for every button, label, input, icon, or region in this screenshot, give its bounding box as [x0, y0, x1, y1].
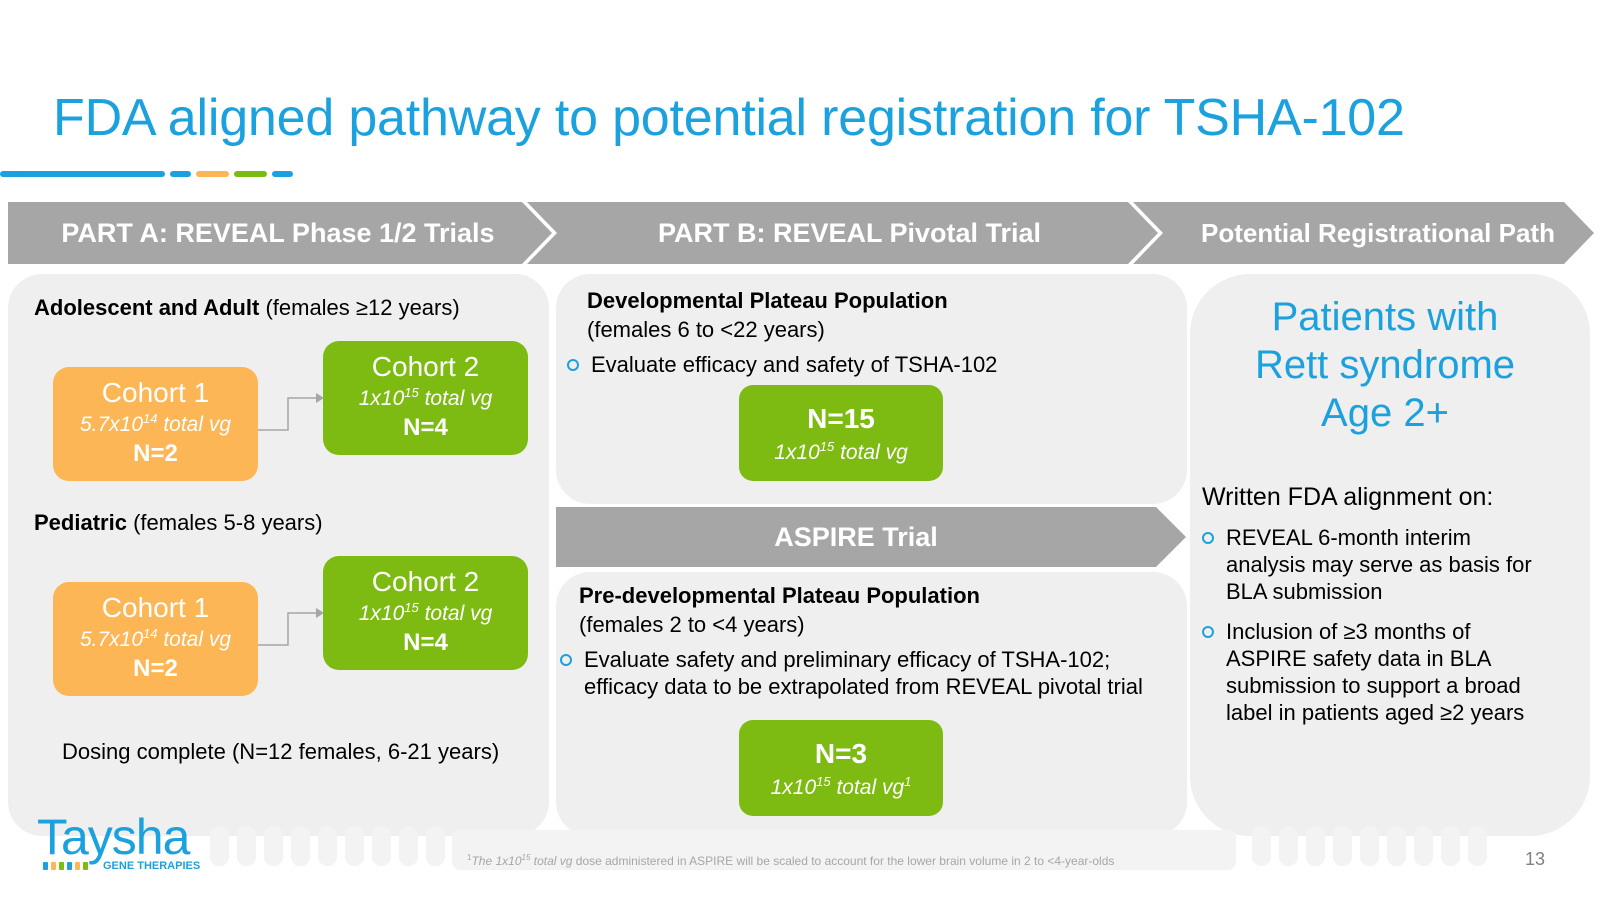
registration-bullet-1: REVEAL 6-month interim analysis may serv…: [1202, 524, 1592, 605]
cohort-title: Cohort 1: [101, 377, 210, 408]
title-underline-seg-blue: [170, 171, 191, 177]
registration-bullet-2: Inclusion of ≥3 months of ASPIRE safety …: [1202, 618, 1592, 726]
logo-color-bars-icon: [43, 862, 88, 870]
pediatric-cohort-1: Cohort 1 5.7x1014 total vg N=2: [53, 582, 258, 696]
dev-plateau-bullet: Evaluate efficacy and safety of TSHA-102: [567, 351, 1177, 378]
title-underline-seg-orange: [196, 171, 229, 177]
cohort-title: Cohort 1: [101, 592, 210, 623]
dev-plateau-n-box: N=15 1x1015 total vg: [739, 385, 943, 481]
taysha-logo: Taysha GENE THERAPIES: [37, 809, 200, 872]
logo-subtitle: GENE THERAPIES: [103, 860, 201, 872]
n-dose: 1x1015 total vg1: [770, 774, 912, 799]
cohort-n: N=2: [133, 655, 178, 682]
bullet-circle-icon: [567, 359, 579, 371]
cohort-dose: 5.7x1014 total vg: [79, 626, 232, 651]
bullet-circle-icon: [1202, 626, 1214, 638]
aspire-arrow: [556, 507, 1186, 567]
pediatric-range: (females 5-8 years): [133, 510, 323, 535]
dev-plateau-heading: Developmental Plateau Population: [587, 288, 948, 313]
pediatric-heading: Pediatric (females 5-8 years): [34, 510, 323, 536]
adolescent-heading: Adolescent and Adult (females ≥12 years): [34, 295, 460, 321]
footnote-box: [452, 830, 1236, 870]
predev-plateau-bullet: Evaluate safety and preliminary efficacy…: [560, 646, 1190, 700]
registration-panel: [1190, 274, 1590, 836]
bullet-circle-icon: [1202, 532, 1214, 544]
adolescent-range: (females ≥12 years): [265, 295, 460, 320]
dev-plateau-range: (females 6 to <22 years): [587, 317, 825, 342]
cohort-title: Cohort 2: [371, 566, 480, 597]
title-underline-main: [0, 171, 165, 177]
footnote: 1The 1x1015 total vg dose administered i…: [467, 853, 1115, 868]
predev-plateau-n-box: N=3 1x1015 total vg1: [739, 720, 943, 816]
patients-headline: Patients with Rett syndrome Age 2+: [1254, 295, 1516, 435]
predev-plateau-heading: Pre-developmental Plateau Population: [579, 583, 980, 608]
logo-wordmark: Taysha: [37, 809, 190, 865]
header-registration: Potential Registrational Path: [1201, 218, 1555, 248]
cohort-n: N=2: [133, 440, 178, 467]
footer-decoration-left: [210, 826, 445, 866]
chevron-part-a: [8, 202, 552, 264]
cohort-dose: 1x1015 total vg: [358, 600, 493, 625]
page-title: FDA aligned pathway to potential registr…: [53, 89, 1405, 147]
adolescent-cohort-2: Cohort 2 1x1015 total vg N=4: [323, 341, 528, 455]
adolescent-connector-arrow: [258, 393, 324, 431]
header-chevron-band: [8, 202, 1594, 264]
dosing-complete: Dosing complete (N=12 females, 6-21 year…: [62, 739, 500, 764]
header-part-b: PART B: REVEAL Pivotal Trial: [657, 218, 1042, 248]
cohort-n: N=4: [403, 414, 448, 441]
n-value: N=3: [814, 738, 868, 769]
chevron-registration: [1133, 202, 1594, 264]
cohort-title: Cohort 2: [371, 351, 480, 382]
adolescent-label: Adolescent and Adult: [34, 295, 260, 320]
adolescent-cohort-1: Cohort 1 5.7x1014 total vg N=2: [53, 367, 258, 481]
cohort-dose: 1x1015 total vg: [358, 385, 493, 410]
pediatric-cohort-2: Cohort 2 1x1015 total vg N=4: [323, 556, 528, 670]
n-dose: 1x1015 total vg: [774, 439, 908, 464]
pediatric-connector-arrow: [258, 608, 324, 646]
title-underline-seg-green: [234, 171, 267, 177]
n-value: N=15: [807, 403, 875, 434]
aspire-label: ASPIRE Trial: [774, 522, 938, 552]
page-number: 13: [1525, 849, 1546, 869]
alignment-heading: Written FDA alignment on:: [1202, 483, 1494, 511]
footer-decoration-right: [1252, 826, 1487, 866]
chevron-part-b: [527, 202, 1158, 264]
bullet-circle-icon: [560, 654, 572, 666]
predev-plateau-range: (females 2 to <4 years): [579, 612, 805, 637]
header-part-a: PART A: REVEAL Phase 1/2 Trials: [61, 218, 495, 248]
cohort-dose: 5.7x1014 total vg: [79, 411, 232, 436]
cohort-n: N=4: [403, 629, 448, 656]
pediatric-label: Pediatric: [34, 510, 127, 535]
title-underline-seg-blue2: [272, 171, 293, 177]
